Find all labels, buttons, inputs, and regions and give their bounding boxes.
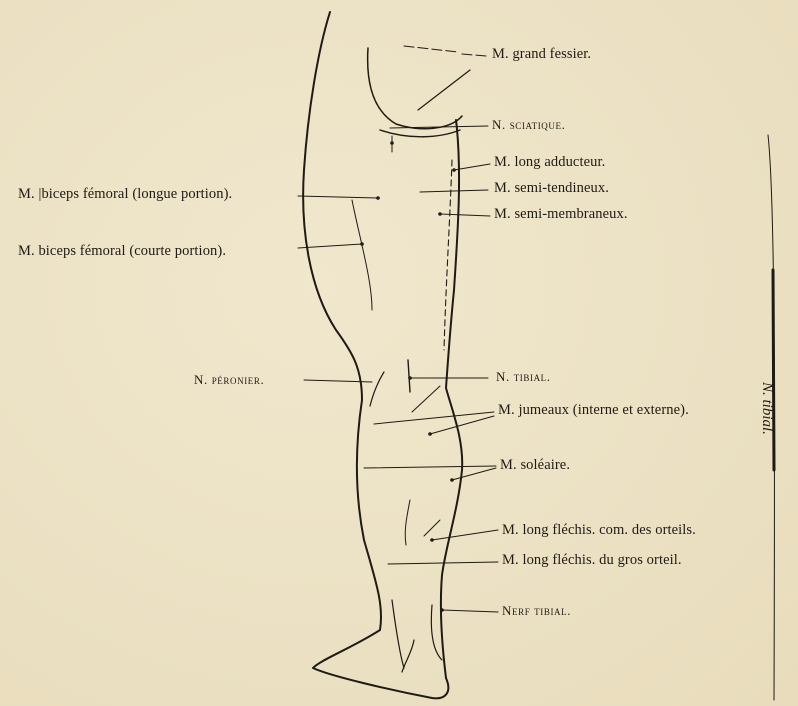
leader-jumeaux-2	[430, 416, 494, 434]
label-nerf-tibial: Nerf tibial.	[502, 603, 571, 619]
leader-nerf-tibial	[442, 610, 498, 612]
label-long-adducteur: M. long adducteur.	[494, 154, 605, 171]
calf-line-1	[405, 500, 410, 545]
leader-flechis-com	[432, 530, 498, 540]
label-peronier: N. péronier.	[194, 372, 264, 388]
gluteal-contour	[368, 48, 462, 129]
calf-line-2	[424, 520, 440, 536]
label-jumeaux: M. jumeaux (interne et externe).	[498, 402, 689, 419]
biceps-line	[352, 200, 372, 310]
label-tibial: N. tibial.	[496, 369, 551, 385]
side-brace-bold	[773, 270, 774, 470]
label-grand-fessier: M. grand fessier.	[492, 46, 591, 63]
leader-grand-fessier	[404, 46, 486, 56]
label-semi-tendineux: M. semi-tendineux.	[494, 180, 609, 197]
label-sciatique: N. sciatique.	[492, 117, 565, 133]
leader-sciatique	[390, 126, 488, 152]
popliteal-line-2	[370, 372, 384, 406]
label-soleaire: M. soléaire.	[500, 457, 570, 474]
leader-peronier	[304, 380, 372, 382]
leader-semi-tendineux	[420, 190, 488, 192]
popliteal-line	[408, 360, 410, 392]
label-flechis-com: M. long fléchis. com. des orteils.	[502, 522, 696, 539]
leader-semi-membraneux	[440, 214, 490, 216]
tendon-left	[392, 600, 404, 668]
label-flechis-gros: M. long fléchis. du gros orteil.	[502, 552, 682, 569]
leader-jumeaux-1	[374, 412, 494, 424]
label-biceps-longue: M. |biceps fémoral (longue portion).	[18, 186, 232, 203]
leg-outline-right	[441, 120, 462, 678]
heel-line	[402, 640, 414, 672]
side-label-tibial: N. tibial.	[758, 382, 775, 435]
leader-biceps-longue	[298, 196, 378, 198]
label-semi-membraneux: M. semi-membraneux.	[494, 206, 628, 223]
leg-outline-left	[303, 12, 448, 698]
gluteal-tick	[418, 70, 470, 110]
leader-dots	[360, 141, 456, 612]
label-biceps-courte: M. biceps fémoral (courte portion).	[18, 243, 226, 260]
leader-soleaire-1	[364, 466, 496, 468]
leader-soleaire-2	[452, 468, 496, 480]
popliteal-line-3	[412, 386, 440, 412]
